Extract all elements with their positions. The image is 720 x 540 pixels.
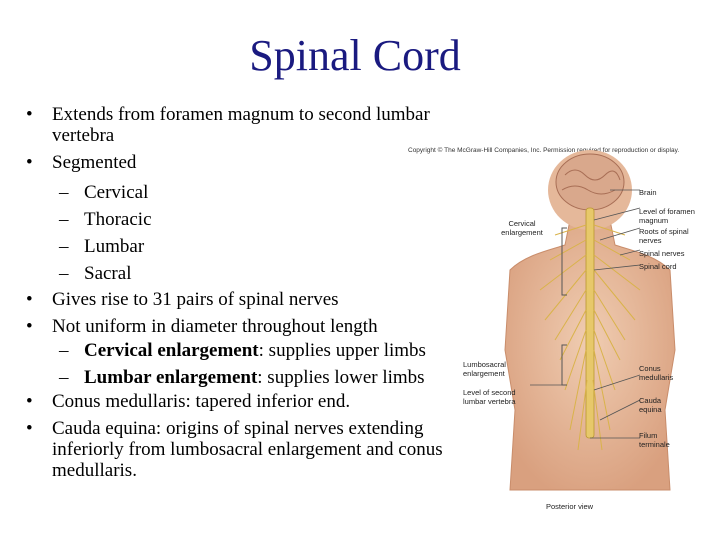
bullet-dash: – <box>59 182 69 203</box>
brain <box>555 153 625 211</box>
bullet-dot: • <box>26 289 33 310</box>
label-filum-terminale: Filum terminale <box>639 431 670 449</box>
bullet-dot: • <box>26 418 33 439</box>
bullet-text: Gives rise to 31 pairs of spinal nerves <box>52 289 339 310</box>
bullet-item: • Segmented <box>26 152 456 173</box>
term-bold: Lumbar enlargement <box>84 367 258 388</box>
spinal-cord-illustration <box>504 150 676 491</box>
sub-bullet-item: –Lumbar <box>26 233 456 260</box>
label-cauda-equina: Cauda equina <box>639 396 662 414</box>
bullet-text: Cauda equina: origins of spinal nerves e… <box>52 418 443 481</box>
sub-bullet-text: Lumbar <box>84 236 145 257</box>
label-spinal-cord: Spinal cord <box>639 262 677 271</box>
slide-title: Spinal Cord <box>249 31 461 80</box>
label-foramen-magnum: Level of foramen magnum <box>639 207 695 225</box>
bullet-item: • Conus medullaris: tapered inferior end. <box>26 391 456 412</box>
bullet-dash: – <box>59 367 69 388</box>
bullet-text: Not uniform in diameter throughout lengt… <box>52 316 378 337</box>
sub-bullet-item: –Cervical <box>26 179 456 206</box>
label-roots: Roots of spinal nerves <box>639 227 689 245</box>
sub-bullet-text: Sacral <box>84 263 132 284</box>
bullet-dot: • <box>26 104 33 125</box>
leader-lines <box>530 189 641 439</box>
bullet-item: • Gives rise to 31 pairs of spinal nerves <box>26 289 456 310</box>
bullet-text: Segmented <box>52 152 137 173</box>
label-brain: Brain <box>639 188 657 197</box>
sub-bullet-item: –Thoracic <box>26 206 456 233</box>
sub-bullet-item: –Sacral <box>26 260 456 287</box>
bullet-dash: – <box>59 340 69 361</box>
label-conus-medullaris: Conus medullaris <box>639 364 674 382</box>
bullet-dot: • <box>26 391 33 412</box>
bullet-item: • Extends from foramen magnum to second l… <box>26 104 456 146</box>
sub-bullet-text: : supplies lower limbs <box>257 367 425 388</box>
term-bold: Cervical enlargement <box>84 340 259 361</box>
bullet-item: • Not uniform in diameter throughout leng… <box>26 316 456 337</box>
bullet-dash: – <box>59 209 69 230</box>
bullet-dot: • <box>26 316 33 337</box>
region-brackets <box>561 227 567 386</box>
sub-bullet-item: –Lumbar enlargement: supplies lower limb… <box>26 364 456 391</box>
label-lumbosacral-enlargement: Lumbosacral enlargement <box>463 360 506 378</box>
sub-bullet-text: Cervical <box>84 182 149 203</box>
sub-bullet-text: : supplies upper limbs <box>258 340 426 361</box>
bullet-text: Extends from foramen magnum to second lu… <box>52 104 430 146</box>
bullet-dash: – <box>59 263 69 284</box>
sub-bullet-item: –Cervical enlargement: supplies upper li… <box>26 337 456 364</box>
sub-bullet-text: Thoracic <box>84 209 152 230</box>
label-second-lumbar: Level of second lumbar vertebra <box>463 388 516 406</box>
bullet-list: • Extends from foramen magnum to second l… <box>26 104 456 487</box>
bullet-dash: – <box>59 236 69 257</box>
figure-caption: Posterior view <box>546 502 594 511</box>
bullet-dot: • <box>26 152 33 173</box>
bullet-item: • Cauda equina: origins of spinal nerves … <box>26 418 456 481</box>
label-spinal-nerves: Spinal nerves <box>639 249 685 258</box>
bullet-text: Conus medullaris: tapered inferior end. <box>52 391 351 412</box>
spinal-cord <box>585 207 595 439</box>
copyright-notice: Copyright © The McGraw-Hill Companies, I… <box>408 147 680 154</box>
label-cervical-enlargement: Cervical enlargement <box>501 219 543 237</box>
